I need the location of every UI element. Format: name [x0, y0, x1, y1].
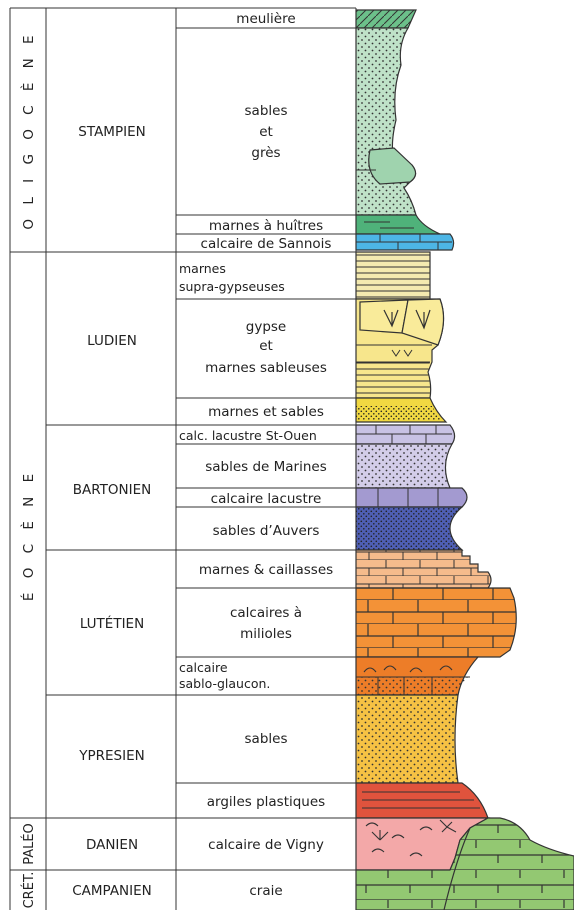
layer-label-marnes-supra-2: supra-gypseuses [179, 279, 285, 294]
layer-label-sables-ypresien: sables [245, 731, 288, 747]
layer-label-craie: craie [249, 883, 282, 899]
layer-label-marnes-caillasses: marnes & caillasses [199, 562, 333, 578]
layer-label-calcaire-sannois: calcaire de Sannois [201, 236, 332, 252]
layer-label-calcaires-milioles-2: milioles [240, 626, 292, 642]
stage-stampien: STAMPIEN [78, 124, 145, 140]
layer-label-calcaires-milioles-1: calcaires à [230, 605, 302, 621]
layer-label-sables-gres-3: grès [251, 145, 280, 161]
stage-lutetien: LUTÉTIEN [80, 615, 144, 632]
lithology-column [356, 10, 574, 910]
era-paleo: PALÉO [21, 823, 37, 865]
layer-label-gypse-1: gypse [246, 319, 286, 335]
layer-label-calcaire-vigny: calcaire de Vigny [208, 837, 324, 853]
layer-label-calcaire-sablo-1: calcaire [179, 660, 228, 675]
layer-label-marnes-huitres: marnes à huîtres [209, 218, 323, 234]
stage-ypresien: YPRESIEN [78, 748, 144, 764]
layer-label-marnes-supra-1: marnes [179, 261, 226, 276]
layer-label-sables-marines: sables de Marines [205, 459, 327, 475]
layer-label-calc-st-ouen: calc. lacustre St-Ouen [179, 428, 317, 443]
layer-label-argiles: argiles plastiques [207, 794, 325, 810]
calcaire-lacustre-bed [356, 488, 467, 507]
era-eocene: É O C È N E [20, 469, 37, 601]
layer-label-calcaire-sablo-2: sablo-glaucon. [179, 676, 270, 691]
stage-ludien: LUDIEN [87, 333, 137, 349]
era-cret: CRÉT. [21, 872, 37, 909]
layer-label-sables-gres-2: et [259, 124, 273, 140]
layer-label-calcaire-lacustre: calcaire lacustre [211, 491, 322, 507]
stage-campanien: CAMPANIEN [72, 883, 152, 899]
stage-bartonien: BARTONIEN [73, 482, 151, 498]
stage-danien: DANIEN [86, 837, 138, 853]
layer-label-sables-gres-1: sables [245, 103, 288, 119]
era-oligocene: O L I G O C È N E [20, 30, 37, 229]
layer-label-sables-auvers: sables d’Auvers [213, 523, 320, 539]
layer-label-gypse-2: et [259, 338, 273, 354]
layer-label-gypse-3: marnes sableuses [205, 360, 327, 376]
marnes-huitres-bed [356, 215, 440, 234]
layer-label-marnes-sables: marnes et sables [208, 404, 324, 420]
layer-label-meuliere: meulière [236, 11, 295, 27]
